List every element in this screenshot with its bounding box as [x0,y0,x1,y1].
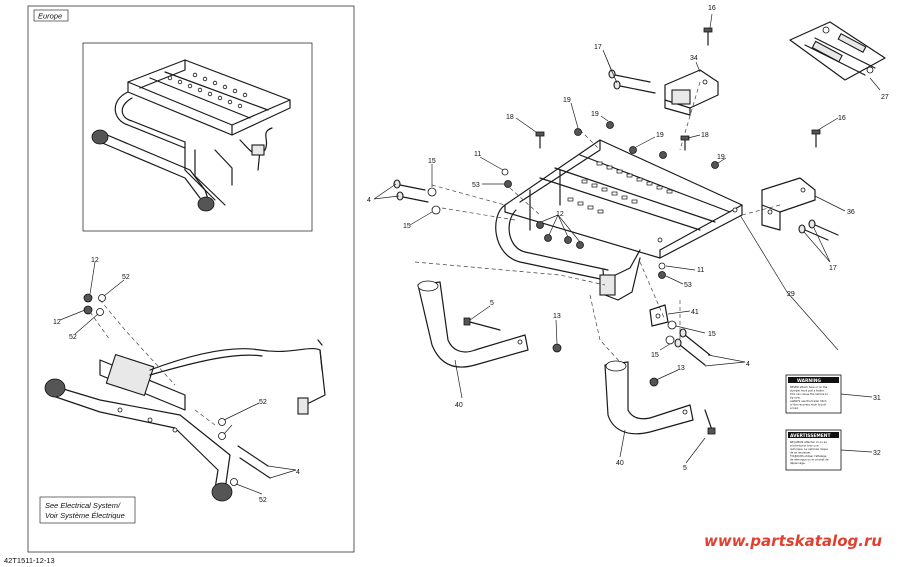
callout-4-left: 4 [367,197,371,204]
decal-avertissement-line-3: de se renverser. [790,451,811,455]
decal-avertissement-line-4: TOUJOURS utiliser l'attelage [790,454,827,458]
europe-label-box [33,9,69,22]
decal-warning-line-4: ALWAYS use the trailer hitch [790,399,827,403]
callout-15-left: 15 [403,223,411,230]
bumper-arm-right [604,360,694,435]
callout-52-inset-b: 52 [69,334,77,341]
callout-19-c: 19 [656,132,664,139]
callout-15-right-b: 15 [651,352,659,359]
callout-40-left: 40 [455,402,463,409]
decal-warning-line-5: or the recovery hook to pull [790,403,826,407]
callout-40-right: 40 [616,460,624,467]
callout-18-right: 18 [701,132,709,139]
callout-52-inset-d: 52 [259,497,267,504]
callout-52-inset-c: 52 [259,399,267,406]
decal-avertissement-line-0: NE JAMAIS attacher ici ou au [790,440,827,444]
inset-wiring-assembly [44,339,326,502]
callout-18-left: 18 [506,114,514,121]
decal-warning-line-2: This can cause the vehicle to [790,392,828,396]
decal-warning-line-6: a load. [790,406,799,410]
callout-41: 41 [691,309,699,316]
bracket-36 [761,177,816,231]
bumper-arm-left [417,280,529,368]
callout-19-b: 19 [591,111,599,118]
callout-11-top: 11 [474,151,481,158]
callout-53-top: 53 [472,182,480,189]
rack-frame-drawing [495,139,743,301]
europe-inset-frame [27,5,355,553]
decal-avertissement-line-5: de remorque ou le crochet de [790,458,829,462]
callout-15-top: 15 [428,158,436,165]
callout-4-right: 4 [746,361,750,368]
callout-12-center: 12 [556,211,564,218]
callout-5-bottom: 5 [683,465,687,472]
bracket-34 [664,69,719,116]
assembled-rack-drawing [91,59,291,212]
decal-avertissement-line-2: remorque. Le véhicule risque [790,447,828,451]
electrical-note-line2: Voir Système Électrique [45,511,125,520]
callout-27: 27 [881,94,889,101]
callout-16-right: 16 [838,115,846,122]
callout-13-top: 13 [553,313,561,320]
reference-code: 42T1511-12-13 [4,556,55,565]
electrical-note-line1: See Electrical System/ [45,501,121,510]
inset-fasteners [83,293,271,486]
callout-53-right: 53 [684,282,692,289]
callout-52-inset-a: 52 [122,274,130,281]
decal-warning-title: WARNING [797,378,821,384]
callout-17-right: 17 [829,265,837,272]
assembled-rack-frame [82,42,313,232]
callout-11-right: 11 [697,267,704,274]
leader-lines [59,13,881,495]
bracket-41 [649,304,669,327]
callout-5-top: 5 [490,300,494,307]
callout-4-inset: 4 [296,469,300,476]
callout-labels: 16 17 34 27 18 19 19 19 18 19 16 11 15 5… [53,5,889,504]
watermark-url: www.partskatalog.ru [704,532,882,550]
callout-12-inset-b: 12 [53,319,61,326]
decal-avertissement-line-1: crochet pour tirer une [790,444,819,448]
callout-19-d: 19 [717,154,725,161]
callout-15-right-a: 15 [708,331,716,338]
europe-label: Europe [38,12,62,21]
decal-avertissement-32: AVERTISSEMENT NE JAMAIS attacher ici ou … [785,429,842,471]
electrical-note-box [39,496,136,524]
decal-avertissement-title: AVERTISSEMENT [790,433,830,439]
tool-kit-27 [789,21,886,81]
decal-warning-31: WARNING NEVER attach here or on the bump… [785,374,842,414]
decal-warning-line-1: bumper hook pull a trailer. [790,389,825,393]
decal-warning-line-3: tip over. [790,396,801,400]
callout-16-top: 16 [708,5,716,12]
callout-13-right: 13 [677,365,685,372]
callout-34: 34 [690,55,698,62]
callout-31: 31 [873,395,881,402]
callout-29: 29 [787,291,795,298]
decal-warning-line-0: NEVER attach here or on the [790,385,828,389]
callout-17-top: 17 [594,44,602,51]
callout-12-inset-a: 12 [91,257,99,264]
decal-avertissement-line-6: dépannage. [790,461,806,465]
fasteners [393,27,839,435]
callout-32: 32 [873,450,881,457]
callout-36: 36 [847,209,855,216]
callout-19-a: 19 [563,97,571,104]
